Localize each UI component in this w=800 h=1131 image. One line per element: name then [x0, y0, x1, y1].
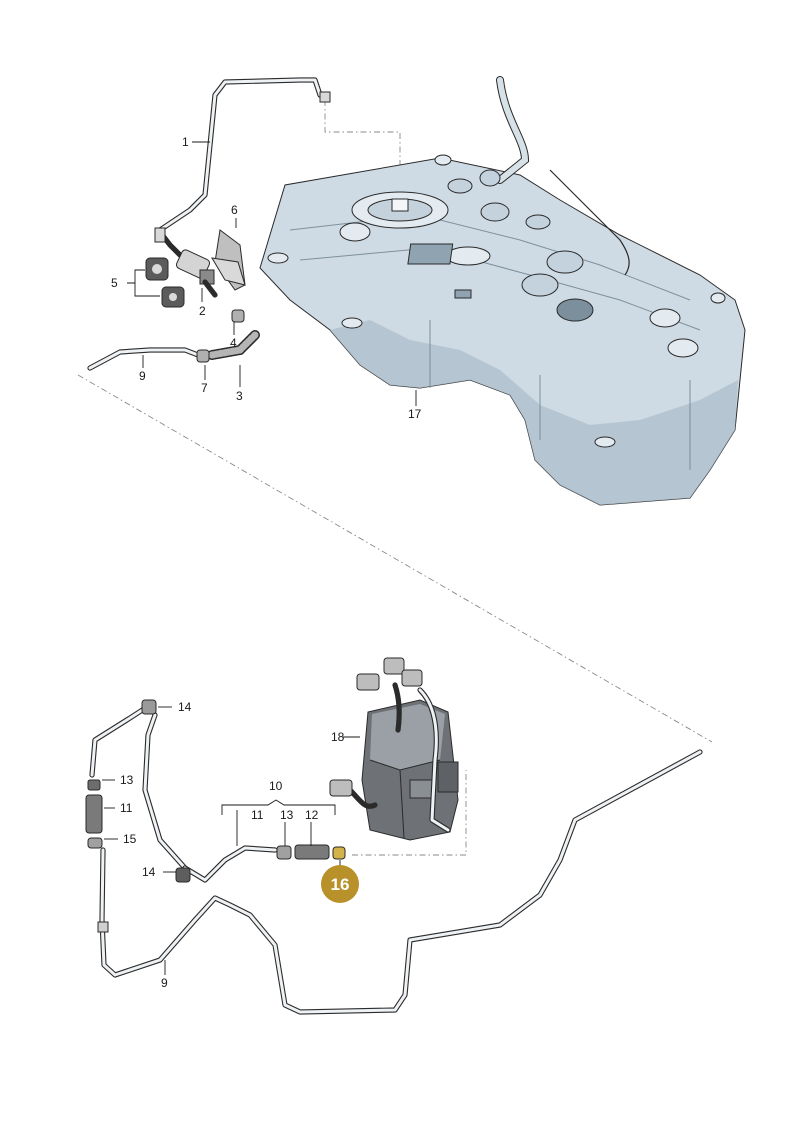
bottom-parts [85, 699, 346, 933]
callout-13-left: 13 [120, 773, 134, 787]
callout-12: 12 [305, 808, 319, 822]
callout-3: 3 [236, 389, 243, 403]
callout-5: 5 [111, 276, 118, 290]
bottom-leaders [102, 706, 360, 975]
callout-6: 6 [231, 203, 238, 217]
top-leaders [127, 141, 417, 406]
highlight-callout-16[interactable]: 16 [321, 860, 359, 903]
callout-11-group: 11 [251, 808, 264, 822]
callout-9-bottom: 9 [161, 976, 168, 990]
callout-1: 1 [182, 135, 189, 149]
bottom-lines [89, 702, 703, 1015]
callout-14-top: 14 [178, 700, 192, 714]
callout-13-group: 13 [280, 808, 294, 822]
filter-module [329, 657, 459, 841]
callout-14-bottom: 14 [142, 865, 156, 879]
callout-15: 15 [123, 832, 137, 846]
callout-7: 7 [201, 381, 208, 395]
callout-18: 18 [331, 730, 345, 744]
callout-17: 17 [408, 407, 422, 421]
highlight-label: 16 [331, 875, 350, 894]
callout-9-top: 9 [139, 369, 146, 383]
callout-2: 2 [199, 304, 206, 318]
fuel-tank [259, 76, 746, 506]
callout-11-left: 11 [120, 801, 133, 815]
highlight-badge [321, 865, 359, 903]
callout-10: 10 [269, 779, 283, 793]
dash-dot-guides [77, 100, 713, 856]
callout-4: 4 [230, 336, 237, 350]
top-left-parts [145, 91, 331, 363]
